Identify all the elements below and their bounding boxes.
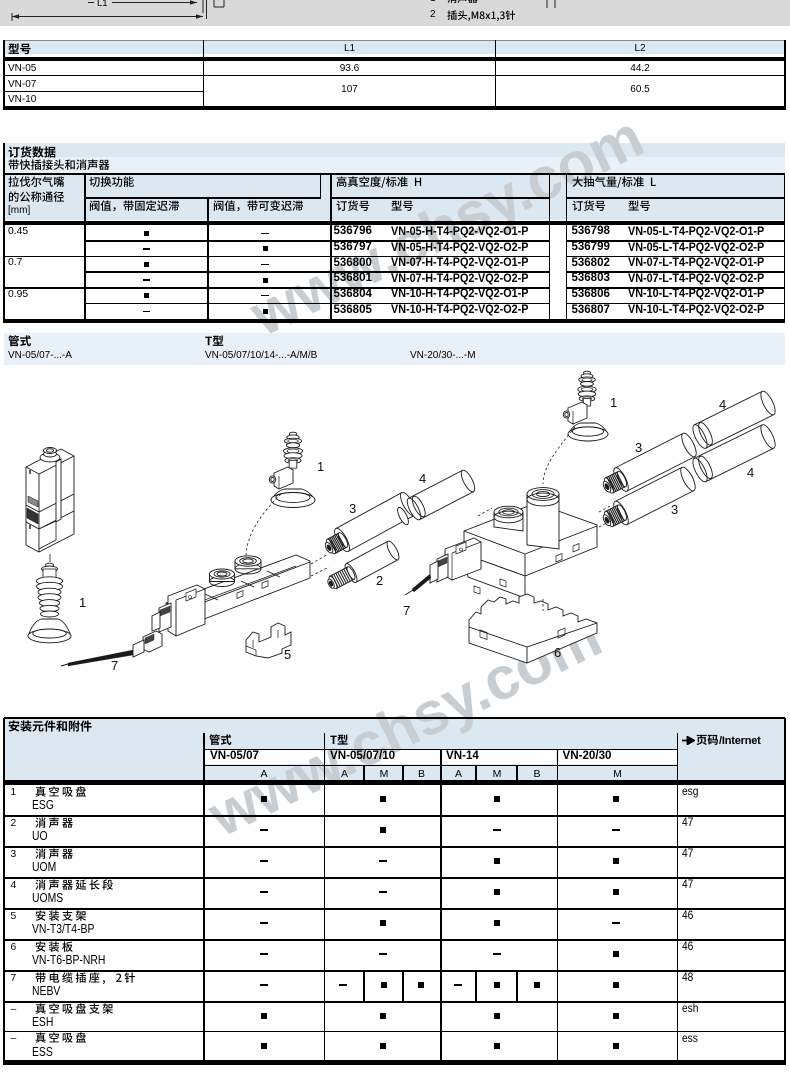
svg-text:1: 1	[317, 459, 324, 474]
svg-text:6: 6	[554, 645, 561, 660]
svg-text:3: 3	[671, 502, 678, 517]
svg-text:5: 5	[284, 647, 291, 662]
svg-text:2: 2	[376, 573, 383, 588]
svg-text:4: 4	[419, 471, 426, 486]
svg-text:1: 1	[610, 395, 617, 410]
svg-text:4: 4	[747, 465, 754, 480]
svg-text:1: 1	[79, 595, 86, 610]
svg-text:7: 7	[403, 603, 410, 618]
svg-text:3: 3	[635, 440, 642, 455]
svg-text:4: 4	[719, 397, 726, 412]
svg-text:7: 7	[111, 658, 118, 673]
svg-text:3: 3	[349, 501, 356, 516]
